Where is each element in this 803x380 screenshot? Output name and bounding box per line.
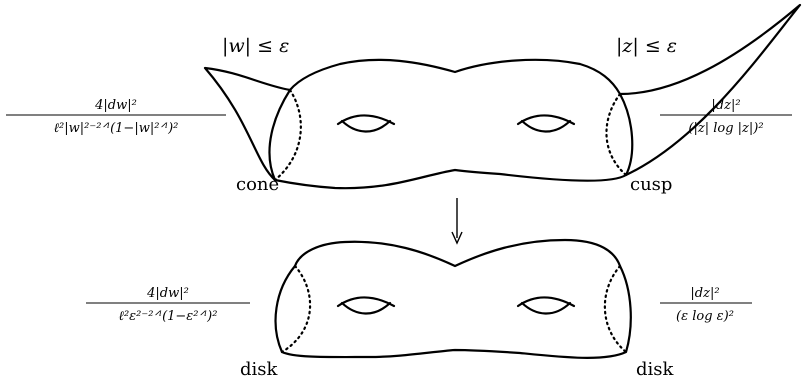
top-left-metric: 4|dw|² ℓ²|w|²⁻²ᐟˡ(1−|w|²ᐟˡ)² (6, 98, 226, 136)
bottom-hole-right (516, 296, 576, 315)
down-arrow (451, 198, 463, 245)
svg-text:4|dw|²: 4|dw|² (94, 98, 137, 113)
top-right-metric: |dz|² (|z| log |z|)² (660, 98, 792, 136)
bottom-surface-outline (274, 238, 632, 359)
right-disk-label: disk (636, 359, 675, 380)
svg-text:4|dw|²: 4|dw|² (146, 286, 189, 301)
top-hole-left (336, 114, 396, 133)
top-cone-seam (268, 88, 292, 182)
cone-label: cone (236, 174, 279, 195)
right-region-label: |z| ≤ ε (616, 35, 677, 57)
left-disk-label: disk (240, 359, 279, 380)
top-surface-outline (203, 3, 802, 190)
svg-text:(|z| log |z|)²: (|z| log |z|)² (688, 121, 763, 136)
svg-text:|dz|²: |dz|² (711, 98, 740, 113)
svg-text:ℓ²ε²⁻²ᐟˡ(1−ε²ᐟˡ)²: ℓ²ε²⁻²ᐟˡ(1−ε²ᐟˡ)² (119, 309, 218, 324)
top-surface (203, 3, 802, 190)
svg-text:ℓ²|w|²⁻²ᐟˡ(1−|w|²ᐟˡ)²: ℓ²|w|²⁻²ᐟˡ(1−|w|²ᐟˡ)² (54, 121, 179, 136)
top-cusp-seam-back (605, 92, 628, 177)
bottom-right-metric: |dz|² (ε log ε)² (660, 286, 752, 324)
cusp-label: cusp (630, 174, 672, 195)
top-cusp-seam (618, 92, 634, 177)
bottom-left-metric: 4|dw|² ℓ²ε²⁻²ᐟˡ(1−ε²ᐟˡ)² (86, 286, 250, 324)
svg-text:|dz|²: |dz|² (690, 286, 719, 301)
bottom-surface (274, 238, 632, 359)
bottom-right-disk-back (603, 264, 628, 354)
left-region-label: |w| ≤ ε (222, 35, 289, 57)
bottom-hole-left (336, 296, 396, 315)
svg-text:(ε log ε)²: (ε log ε)² (676, 309, 734, 324)
top-cone-seam-back (273, 88, 302, 182)
top-hole-right (516, 114, 576, 133)
bottom-left-disk-back (280, 264, 312, 354)
